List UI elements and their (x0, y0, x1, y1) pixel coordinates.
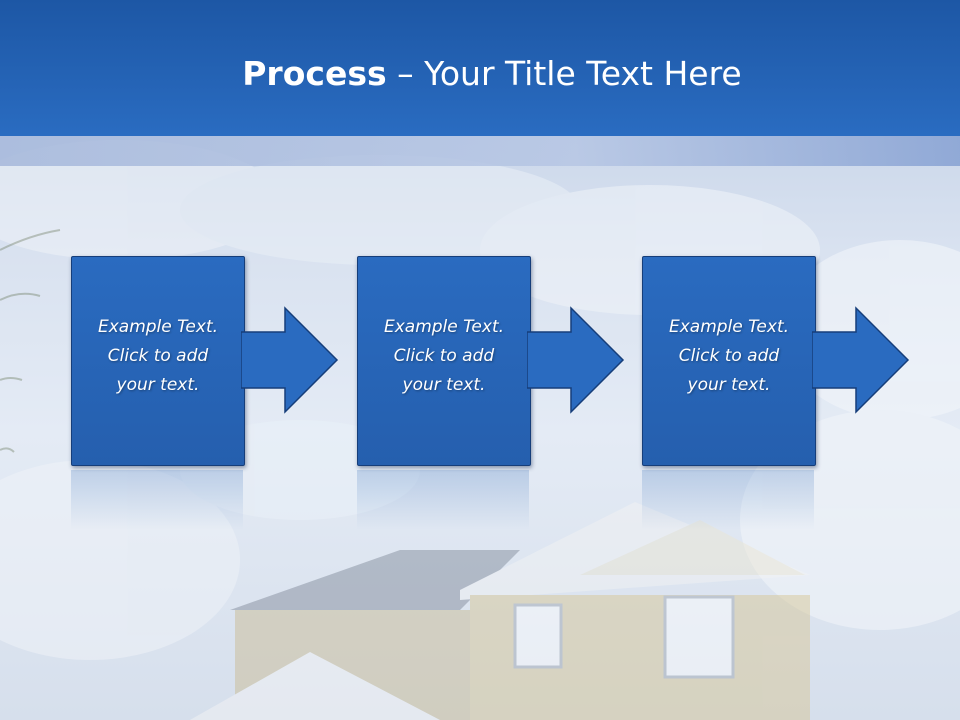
title-rest: – Your Title Text Here (386, 54, 742, 93)
header-strip (0, 136, 960, 166)
step-reflection (642, 470, 814, 530)
title-bar: Process – Your Title Text Here (0, 0, 960, 136)
process-step-3: Example Text. Click to add your text. (642, 256, 960, 466)
step-box[interactable]: Example Text. Click to add your text. (357, 256, 531, 466)
process-step-2: Example Text. Click to add your text. (357, 256, 697, 466)
step-box[interactable]: Example Text. Click to add your text. (71, 256, 245, 466)
step-reflection (71, 470, 243, 530)
process-step-1: Example Text. Click to add your text. (71, 256, 411, 466)
slide-title[interactable]: Process – Your Title Text Here (0, 52, 960, 96)
arrow-right-icon (527, 306, 625, 414)
step-text[interactable]: Example Text. Click to add your text. (668, 317, 790, 395)
step-text[interactable]: Example Text. Click to add your text. (383, 317, 505, 395)
step-text[interactable]: Example Text. Click to add your text. (97, 317, 219, 395)
title-bold: Process (242, 54, 387, 93)
step-reflection (357, 470, 529, 530)
tree-branch (0, 229, 61, 453)
arrow-right-icon (241, 306, 339, 414)
step-box[interactable]: Example Text. Click to add your text. (642, 256, 816, 466)
arrow-right-icon (812, 306, 910, 414)
house (190, 502, 810, 720)
